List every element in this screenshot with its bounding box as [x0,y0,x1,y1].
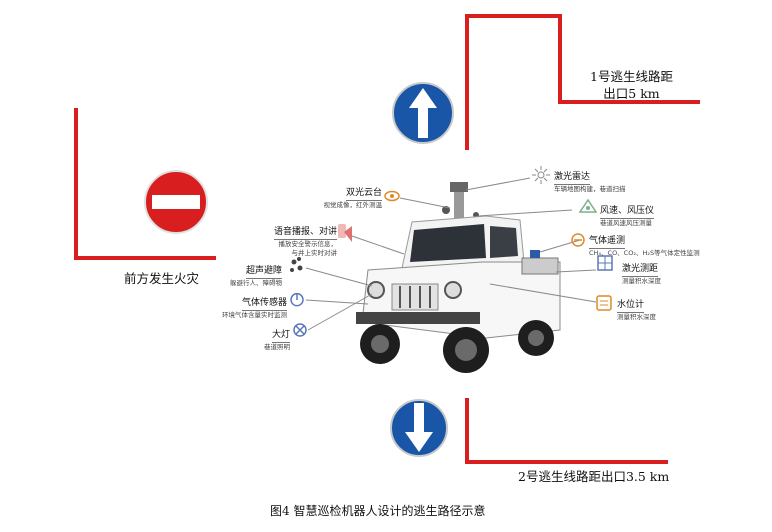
speaker-icon [338,224,352,242]
component-gas-sensor: 气体传感器 环境气体含量实时监测 [222,290,287,320]
component-desc: 环境气体含量实时监测 [222,311,287,319]
component-desc: 巷道照明 [264,343,290,351]
component-title: 气体传感器 [241,297,287,311]
route1-path [465,14,700,150]
component-title: 双光云台 [345,187,382,201]
water-level-icon [596,295,612,311]
route2-path [465,398,668,464]
component-ultrasonic: 超声避障 躲避行人、障碍物 [230,258,282,288]
route2-label: 2号逃生线路距出口3.5 km [518,469,670,484]
component-title: 风速、风压仪 [600,205,655,219]
component-desc: 测量积水深度 [622,277,661,285]
route1-label: 1号逃生线路距 出口5 km [590,68,673,102]
component-laser-range: 激光测距 测量积水深度 [622,256,661,286]
component-anemometer: 风速、风压仪 巷道风速风压测量 [600,198,655,228]
component-gas-telemetry: 气体遥测 CH₄、CO、CO₂、H₂S等气体定性监测 [589,228,700,258]
no-entry-sign-icon [144,170,208,234]
figure-caption: 图4 智慧巡检机器人设计的逃生路径示意 [270,504,486,518]
gas-telemetry-icon [571,233,585,247]
fire-path [74,108,216,260]
gas-sensor-icon [290,293,304,307]
route1-label-line2: 出口5 km [603,86,660,101]
inspection-robot-vehicle [356,182,561,373]
ultrasound-icon [290,257,303,272]
up-arrow-sign-icon [392,82,454,144]
component-desc: 播放安全警示信息， 与井上实时对讲 [278,240,338,257]
component-desc: 躲避行人、障碍物 [230,279,282,287]
component-desc: CH₄、CO、CO₂、H₂S等气体定性监测 [589,249,700,257]
component-desc: 巷道风速风压测量 [600,219,652,227]
component-title: 水位计 [617,299,645,313]
component-water-level: 水位计 测量积水深度 [617,292,656,322]
component-title: 大灯 [271,329,290,343]
component-title: 超声避障 [245,265,282,279]
down-arrow-sign-icon [390,399,448,457]
component-title: 气体遥测 [589,235,626,249]
component-desc: 视觉成像，红外测温 [323,201,383,209]
component-title: 激光雷达 [554,171,591,185]
component-desc: 测量积水深度 [617,313,656,321]
eye-icon [384,190,400,202]
headlight-icon [293,323,307,337]
component-dual-camera: 双光云台 视觉成像，红外测温 [323,180,383,210]
fire-label: 前方发生火灾 [124,271,200,286]
route1-label-line1: 1号逃生线路距 [590,69,673,84]
leader-lines [305,177,597,331]
component-desc: 车辆地图构建，巷道扫描 [554,185,626,193]
component-lidar: 激光雷达 车辆地图构建，巷道扫描 [554,164,626,194]
laser-range-icon [597,255,613,271]
component-title: 激光测距 [622,263,659,277]
lidar-icon [532,166,550,184]
component-voice-broadcast: 语音播报、对讲 播放安全警示信息， 与井上实时对讲 [273,219,338,258]
component-title: 语音播报、对讲 [273,226,337,240]
component-headlight: 大灯 巷道照明 [264,322,290,352]
anemometer-icon [578,198,598,213]
